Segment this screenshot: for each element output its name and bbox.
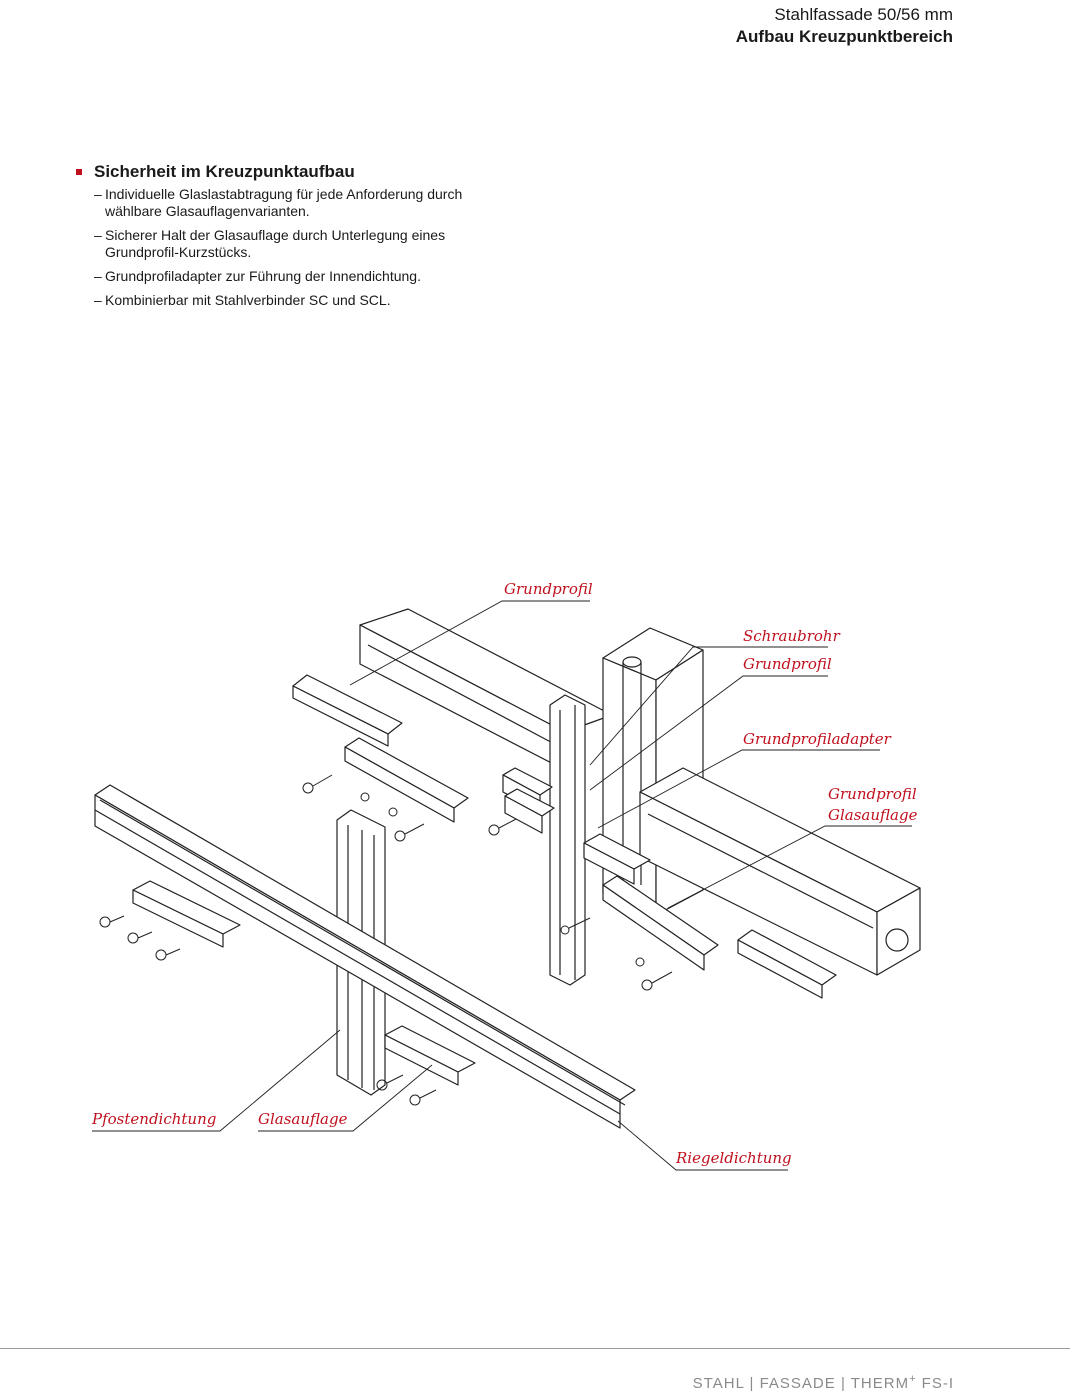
header-subtitle: Stahlfassade 50/56 mm (774, 5, 953, 24)
footer-brand: STAHL | FASSADE | THERM+ FS-I (693, 1373, 954, 1392)
label-grundprofil-right: Grundprofil (743, 655, 832, 673)
screws (99, 774, 673, 1106)
mullion-profile-back (549, 694, 586, 986)
red-square-bullet-icon (76, 169, 82, 175)
list-item: Sicherer Halt der Glasauflage durch Unte… (94, 227, 496, 261)
callout-labels: Grundprofil Schraubrohr Grundprofil Grun… (91, 580, 918, 1167)
footer-brand-sup: + (909, 1373, 917, 1385)
footer-brand-name: STAHL | FASSADE | THERM (692, 1375, 910, 1392)
document-header: Stahlfassade 50/56 mm Aufbau Kreuzpunktb… (736, 4, 953, 48)
feature-section: Sicherheit im Kreuzpunktaufbau Individue… (76, 160, 496, 316)
footer-brand-suffix: FS-I (916, 1375, 954, 1392)
label-pfostendichtung: Pfostendichtung (91, 1110, 216, 1128)
label-glasauflage: Glasauflage (258, 1110, 348, 1128)
grundprofil-right-short (737, 929, 837, 999)
glasauflage-front (384, 1025, 476, 1086)
list-item: Individuelle Glaslastabtragung für jede … (94, 186, 496, 220)
grundprofiladapter-right (602, 875, 719, 971)
label-grundprofiladapter: Grundprofiladapter (743, 730, 892, 748)
steel-transom-right (639, 767, 921, 976)
glasauflage-left (132, 880, 241, 948)
footer-divider (0, 1348, 1070, 1349)
label-schraubrohr: Schraubrohr (743, 627, 841, 645)
front-transom-profile (94, 784, 636, 1129)
label-grundprofil-top: Grundprofil (504, 580, 593, 598)
feature-list: Individuelle Glaslastabtragung für jede … (94, 186, 496, 309)
section-title: Sicherheit im Kreuzpunktaufbau (94, 162, 355, 181)
steel-transom-back (359, 608, 613, 771)
exploded-assembly-drawing: Grundprofil Schraubrohr Grundprofil Grun… (91, 580, 921, 1171)
list-item: Kombinierbar mit Stahlverbinder SC und S… (94, 292, 496, 309)
label-grundprofil-glasauflage-1: Grundprofil (828, 785, 917, 803)
header-title: Aufbau Kreuzpunktbereich (735, 27, 953, 46)
label-riegeldichtung: Riegeldichtung (675, 1149, 792, 1167)
grundprofiladapter-left (344, 737, 469, 823)
steel-connector (502, 767, 651, 885)
list-item: Grundprofiladapter zur Führung der Innen… (94, 268, 496, 285)
label-grundprofil-glasauflage-2: Glasauflage (828, 806, 918, 824)
grundprofil-short-top (292, 674, 403, 747)
